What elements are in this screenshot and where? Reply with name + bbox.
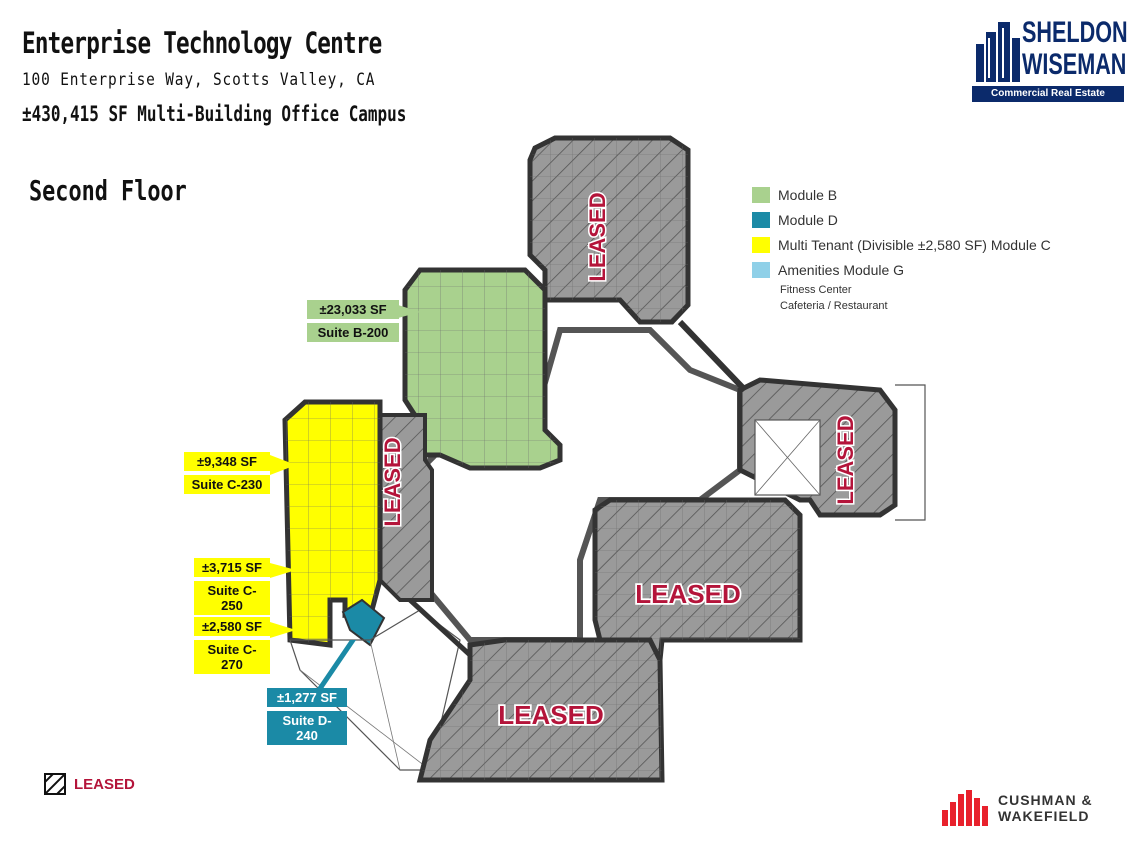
suite-name: Suite B-200 <box>307 323 399 342</box>
suite-tag-d240: ±1,277 SF Suite D-240 <box>267 688 347 745</box>
building-logo-icon <box>976 22 1020 82</box>
legend-label: Multi Tenant (Divisible ±2,580 SF) Modul… <box>778 236 1051 253</box>
legend-item-module-d: Module D <box>752 207 1051 232</box>
suite-tag-c250: ±3,715 SF Suite C-250 <box>194 558 270 615</box>
page-title: Enterprise Technology Centre <box>22 26 382 60</box>
module-b-grid <box>405 270 560 468</box>
leased-label-east: LEASED <box>833 415 858 504</box>
suite-size: ±2,580 SF <box>194 617 270 636</box>
amenity-fitness: Fitness Center <box>780 284 852 296</box>
suite-size: ±23,033 SF <box>307 300 399 319</box>
legend-item-module-g: Amenities Module G <box>752 257 1051 282</box>
legend-item-module-c: Multi Tenant (Divisible ±2,580 SF) Modul… <box>752 232 1051 257</box>
logo-line2: WISEMAN <box>1022 48 1127 81</box>
legend: Module B Module D Multi Tenant (Divisibl… <box>752 182 1051 314</box>
logo-tagline: Commercial Real Estate <box>972 86 1124 102</box>
east-center-grid <box>595 500 800 670</box>
leased-label-south: LEASED <box>498 700 603 730</box>
cw-line2: WAKEFIELD <box>998 808 1090 824</box>
sheldon-wiseman-logo: SHELDON WISEMAN Commercial Real Estate <box>972 16 1128 104</box>
leased-label-west: LEASED <box>380 437 405 526</box>
pointer-c230 <box>270 455 296 475</box>
suite-size: ±1,277 SF <box>267 688 347 707</box>
logo-line1: SHELDON <box>1022 16 1128 49</box>
north-building-grid <box>530 138 688 322</box>
suite-tag-c270: ±2,580 SF Suite C-270 <box>194 617 270 674</box>
suite-name: Suite C-270 <box>194 640 270 674</box>
pointer-c250 <box>270 563 296 578</box>
suite-name: Suite C-250 <box>194 581 270 615</box>
suite-d-pointer <box>316 640 356 690</box>
west-strip-leased <box>378 413 434 602</box>
cw-bars-icon <box>942 790 988 826</box>
leased-key: LEASED <box>44 773 135 795</box>
leased-label-center: LEASED <box>635 579 740 609</box>
pointer-b200 <box>398 305 420 318</box>
leased-label-north: LEASED <box>585 192 610 281</box>
leased-key-label: LEASED <box>74 775 135 793</box>
module-d-suite <box>341 598 386 647</box>
south-grid <box>420 640 662 780</box>
amenity-cafeteria: Cafeteria / Restaurant <box>780 300 888 312</box>
legend-label: Module D <box>778 211 838 228</box>
floor-label: Second Floor <box>29 174 187 207</box>
suite-name: Suite D-240 <box>267 711 347 745</box>
cushman-wakefield-logo: CUSHMAN & WAKEFIELD <box>942 790 1093 826</box>
suite-name: Suite C-230 <box>184 475 270 494</box>
legend-label: Module B <box>778 186 838 203</box>
address: 100 Enterprise Way, Scotts Valley, CA <box>22 70 376 90</box>
campus-size: ±430,415 SF Multi-Building Office Campus <box>22 102 407 126</box>
legend-label: Amenities Module G <box>778 261 905 278</box>
east-annex <box>895 384 926 521</box>
sw-atrium <box>289 609 461 771</box>
cw-line1: CUSHMAN & <box>998 792 1093 808</box>
suite-size: ±9,348 SF <box>184 452 270 471</box>
legend-item-module-b: Module B <box>752 182 1051 207</box>
suite-tag-c230: ±9,348 SF Suite C-230 <box>184 452 270 494</box>
module-c-grid <box>285 402 380 645</box>
suite-tag-b200: ±23,033 SF Suite B-200 <box>307 300 399 342</box>
hatch-icon <box>44 773 66 795</box>
pointer-c270 <box>270 622 296 638</box>
suite-size: ±3,715 SF <box>194 558 270 577</box>
